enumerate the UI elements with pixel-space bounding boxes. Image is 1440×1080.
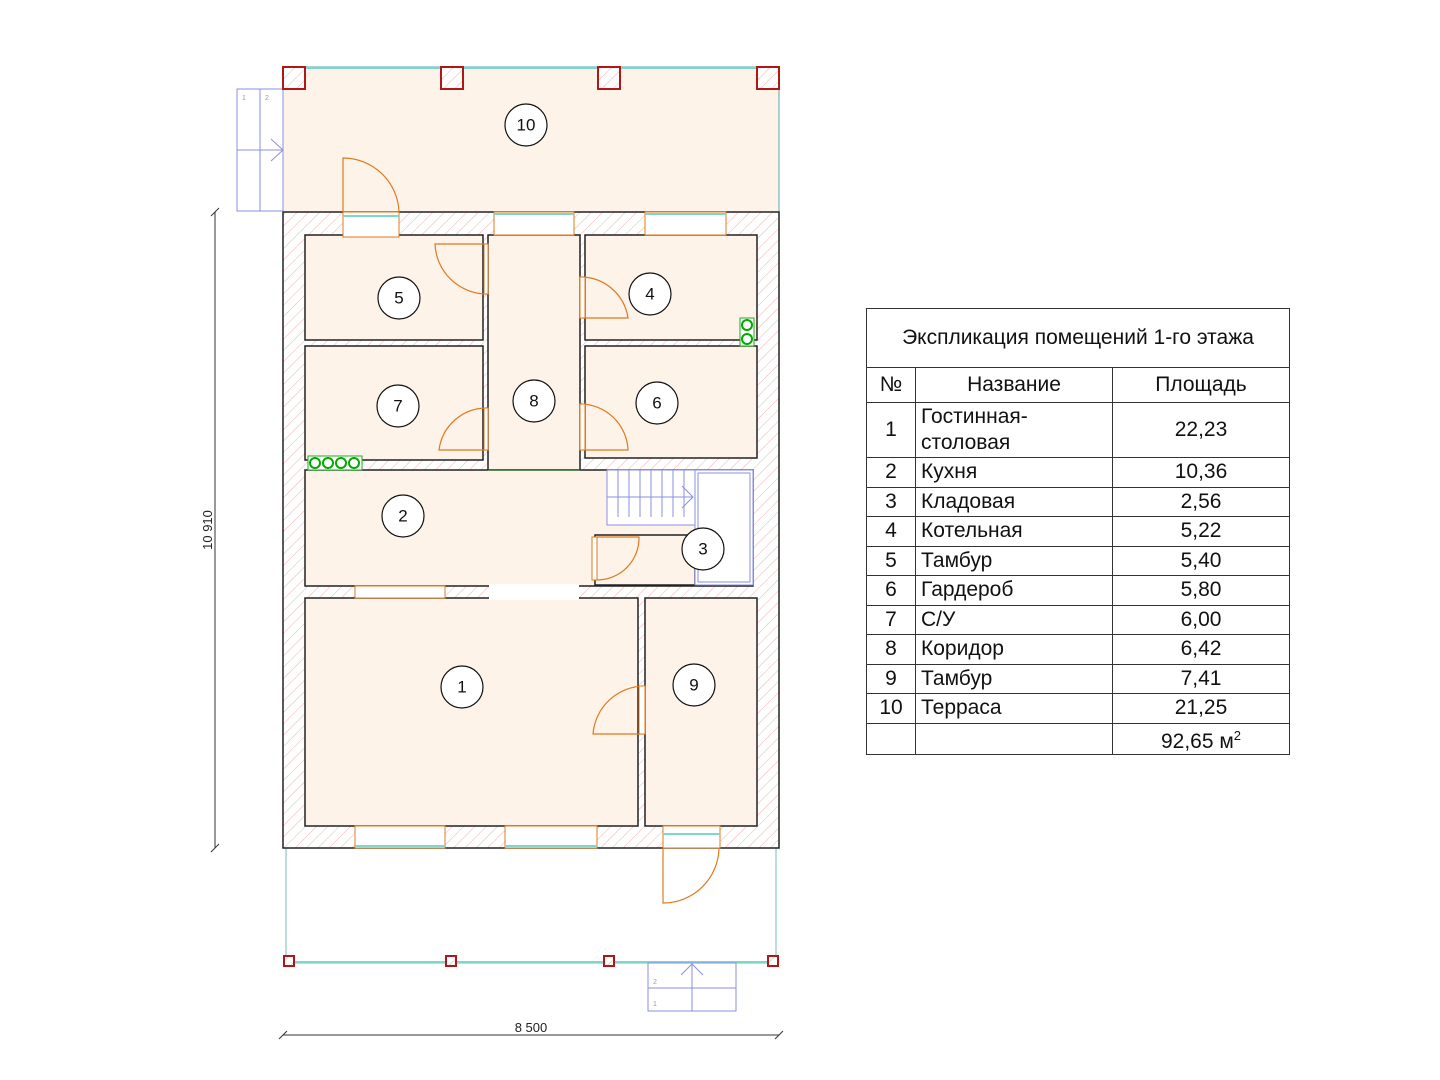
header-name: Название (915, 367, 1113, 403)
terrace-bottom (285, 847, 777, 964)
svg-text:7: 7 (393, 397, 402, 416)
svg-text:10 910: 10 910 (200, 510, 215, 550)
svg-text:2: 2 (398, 507, 407, 526)
svg-text:3: 3 (698, 540, 707, 559)
windows (342, 211, 727, 849)
svg-text:1: 1 (242, 95, 246, 102)
room-tag-3: 3 (681, 527, 725, 571)
dimension-width: 8 500 (278, 1020, 784, 1040)
dimension-height: 10 910 (200, 207, 220, 853)
room-1 (304, 597, 639, 827)
terrace-posts (282, 66, 780, 967)
svg-text:2: 2 (265, 95, 269, 102)
svg-text:5: 5 (394, 289, 403, 308)
room-tag-4: 4 (628, 272, 672, 316)
room-tag-1: 1 (440, 665, 484, 709)
room-tag-2: 2 (381, 494, 425, 538)
entry-stair-top: 1 2 (236, 88, 284, 212)
total-area: 92,65 м2 (1112, 722, 1290, 755)
svg-text:9: 9 (689, 676, 698, 695)
header-number: № (866, 367, 916, 403)
svg-text:10: 10 (517, 116, 536, 135)
room-3 (594, 534, 696, 586)
header-area: Площадь (1112, 367, 1290, 403)
room-4 (584, 234, 758, 341)
room-tag-6: 6 (635, 381, 679, 425)
svg-text:1: 1 (457, 678, 466, 697)
svg-text:2: 2 (653, 979, 657, 986)
room-explication-table: Экспликация помещений 1-го этажа № Назва… (866, 308, 1290, 755)
svg-text:4: 4 (645, 285, 654, 304)
svg-text:8 500: 8 500 (515, 1020, 548, 1035)
table-title: Экспликация помещений 1-го этажа (866, 308, 1290, 368)
doors (342, 157, 720, 904)
room-tag-5: 5 (377, 276, 421, 320)
room-9 (644, 597, 758, 827)
room-tag-7: 7 (376, 384, 420, 428)
entry-stair-bottom: 2 1 (647, 962, 737, 1012)
svg-text:1: 1 (653, 1001, 657, 1008)
room-tag-9: 9 (672, 663, 716, 707)
total-row: 92,65 м2 (866, 722, 1290, 755)
svg-text:8: 8 (529, 392, 538, 411)
plumbing-fixtures (307, 317, 755, 471)
room-tag-10: 10 (504, 103, 548, 147)
svg-text:6: 6 (652, 394, 661, 413)
room-8 (487, 234, 581, 471)
room-tag-8: 8 (512, 379, 556, 423)
